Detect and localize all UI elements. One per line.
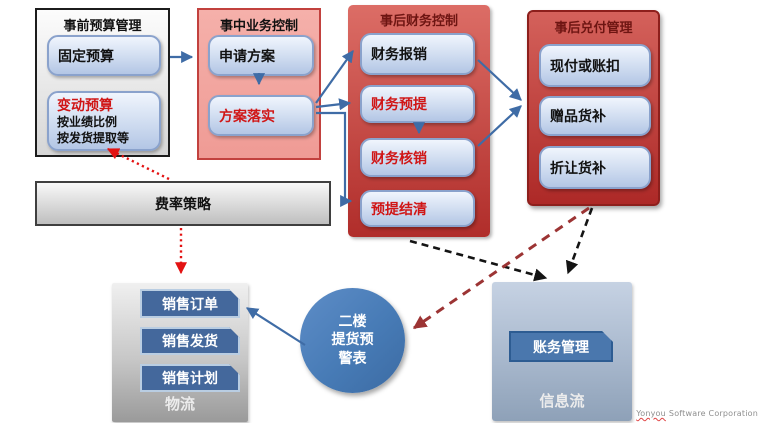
node-discount-goods: 折让货补 <box>539 146 651 189</box>
zone-label-information-flow: 信息流 <box>539 392 585 410</box>
panel-post-finance-control: 事后财务控制 财务报销 财务预提 财务核销 预提结清 <box>348 5 490 237</box>
node-sales-delivery-label: 销售发货 <box>162 334 218 350</box>
panel-post-payment-management: 事后兑付管理 现付或账扣 赠品货补 折让货补 <box>527 10 660 206</box>
node-sales-order-label: 销售订单 <box>162 296 218 313</box>
panel-title-post-finance: 事后财务控制 <box>379 14 458 29</box>
zone-label-logistics: 物流 <box>164 395 195 413</box>
node-cash-or-deduction-label: 现付或账扣 <box>550 58 620 75</box>
footer-brand-word: Yonyou <box>636 409 666 418</box>
node-accrual-settlement-label: 预提结清 <box>371 201 427 218</box>
node-rate-strategy-label: 费率策略 <box>155 196 211 213</box>
node-finance-accrual: 财务预提 <box>360 85 475 123</box>
panel-title-post-payment: 事后兑付管理 <box>554 21 633 36</box>
node-finance-reimbursement: 财务报销 <box>360 33 475 75</box>
node-account-management: 账务管理 <box>509 331 613 362</box>
panel-title-pre-budget: 事前预算管理 <box>63 19 142 34</box>
panel-title-in-process: 事中业务控制 <box>219 19 298 34</box>
node-apply-plan: 申请方案 <box>208 35 314 76</box>
node-cash-or-deduction: 现付或账扣 <box>539 44 651 87</box>
panel-pre-budget-management: 事前预算管理 固定预算 变动预算 按业绩比例 按发货提取等 <box>35 8 170 157</box>
node-finance-reimbursement-label: 财务报销 <box>371 47 427 63</box>
node-account-management-label: 账务管理 <box>533 339 589 356</box>
node-sales-delivery: 销售发货 <box>140 327 240 355</box>
panel-logistics: 销售订单 销售发货 销售计划 物流 <box>112 283 248 422</box>
node-implement-plan: 方案落实 <box>208 95 314 136</box>
node-rate-strategy: 费率策略 <box>35 181 331 226</box>
node-fixed-budget-label: 固定预算 <box>58 48 114 65</box>
node-variable-budget-sub2: 按发货提取等 <box>57 130 130 145</box>
node-sales-plan-label: 销售计划 <box>162 371 218 387</box>
node-gift-goods-label: 赠品货补 <box>550 109 606 125</box>
node-variable-budget-label: 变动预算 <box>57 98 113 114</box>
node-gift-goods: 赠品货补 <box>539 96 651 136</box>
panel-in-process-control: 事中业务控制 申请方案 方案落实 <box>197 8 321 160</box>
node-implement-plan-label: 方案落实 <box>219 108 275 125</box>
node-fixed-budget: 固定预算 <box>47 35 161 76</box>
node-pickup-warning-report: 二楼 提货预 警表 <box>300 288 405 393</box>
node-finance-accrual-label: 财务预提 <box>371 97 427 113</box>
node-variable-budget: 变动预算 按业绩比例 按发货提取等 <box>47 91 161 151</box>
node-sales-plan: 销售计划 <box>140 364 240 392</box>
footer-brand-rest: Software Corporation <box>668 409 758 418</box>
node-apply-plan-label: 申请方案 <box>219 48 275 65</box>
node-sales-order: 销售订单 <box>140 289 240 318</box>
node-accrual-settlement: 预提结清 <box>360 190 475 227</box>
node-discount-goods-label: 折让货补 <box>550 160 606 177</box>
node-finance-writeoff: 财务核销 <box>360 138 475 177</box>
node-finance-writeoff-label: 财务核销 <box>371 150 427 167</box>
panel-information-flow: 账务管理 信息流 <box>492 282 632 421</box>
node-pickup-warning-report-label: 二楼 提货预 警表 <box>331 314 374 367</box>
node-variable-budget-sub1: 按业绩比例 <box>57 115 118 130</box>
